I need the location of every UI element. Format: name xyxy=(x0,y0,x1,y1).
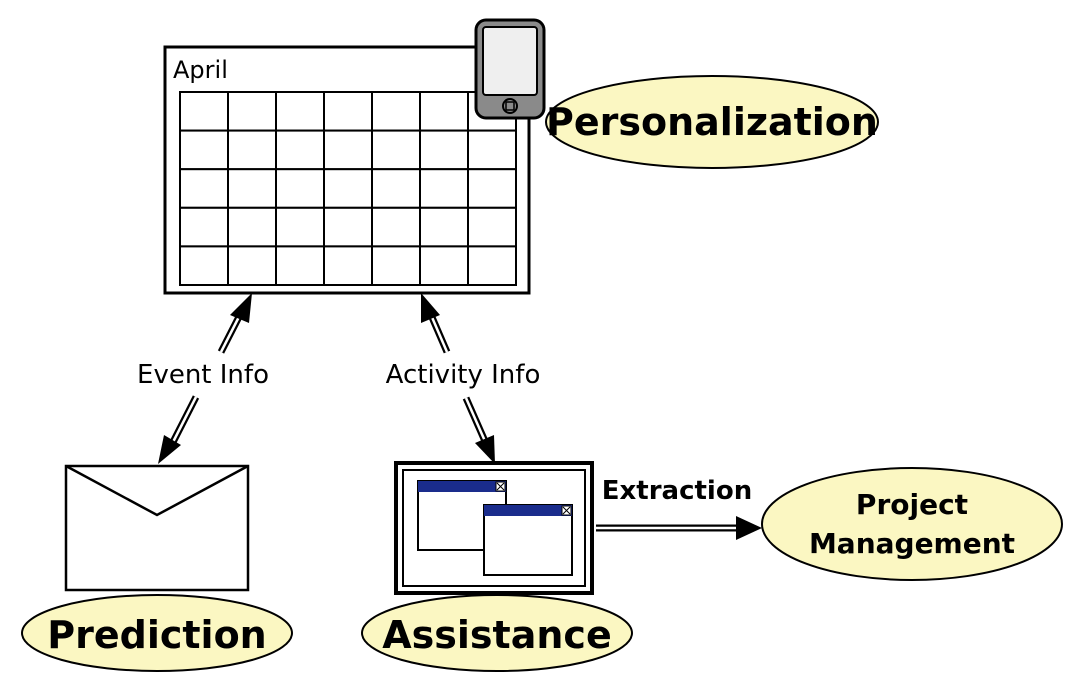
calendar: April xyxy=(163,45,531,295)
calendar-day-cell xyxy=(467,168,517,209)
calendar-day-cell xyxy=(467,206,517,248)
calendar-day-cell xyxy=(275,206,325,248)
window-icon xyxy=(483,504,573,576)
calendar-day-cell xyxy=(179,206,229,248)
prediction-node: Prediction xyxy=(21,594,293,672)
calendar-day-cell xyxy=(275,129,325,171)
extraction-arrow xyxy=(596,516,762,540)
calendar-day-cell xyxy=(419,129,469,171)
calendar-day-cell xyxy=(227,245,277,286)
project-management-node: Project Management xyxy=(761,467,1063,581)
calendar-day-cell xyxy=(179,245,229,286)
calendar-day-cell xyxy=(275,245,325,286)
calendar-day-cell xyxy=(467,245,517,286)
calendar-day-cell xyxy=(323,91,373,132)
event-info-arrow xyxy=(158,293,252,464)
calendar-day-cell xyxy=(179,91,229,132)
calendar-day-cell xyxy=(371,245,421,286)
calendar-day-cell xyxy=(179,168,229,209)
calendar-month-label: April xyxy=(173,56,228,84)
calendar-day-cell xyxy=(419,91,469,132)
activity-info-label: Activity Info xyxy=(386,360,541,390)
event-info-label: Event Info xyxy=(137,360,269,390)
activity-info-arrow xyxy=(421,293,495,464)
calendar-day-cell xyxy=(419,206,469,248)
calendar-day-cell xyxy=(419,168,469,209)
calendar-day-cell xyxy=(227,206,277,248)
calendar-day-cell xyxy=(227,129,277,171)
personalization-node: Personalization xyxy=(545,75,879,169)
calendar-day-cell xyxy=(371,91,421,132)
calendar-day-cell xyxy=(371,206,421,248)
calendar-day-cell xyxy=(323,245,373,286)
phone-icon xyxy=(474,18,546,120)
assistance-label: Assistance xyxy=(382,613,611,657)
project-management-label-line2: Management xyxy=(809,527,1015,560)
calendar-day-cell xyxy=(275,168,325,209)
extraction-label: Extraction xyxy=(602,476,752,506)
calendar-day-cell xyxy=(227,91,277,132)
calendar-day-cell xyxy=(323,168,373,209)
project-management-label-line1: Project xyxy=(856,488,968,521)
calendar-day-cell xyxy=(467,129,517,171)
calendar-day-cell xyxy=(371,168,421,209)
calendar-day-cell xyxy=(419,245,469,286)
calendar-day-cell xyxy=(275,91,325,132)
desktop-screen-icon xyxy=(394,461,594,595)
calendar-grid xyxy=(179,91,517,286)
calendar-day-cell xyxy=(323,129,373,171)
calendar-day-cell xyxy=(323,206,373,248)
assistance-node: Assistance xyxy=(361,594,633,672)
calendar-day-cell xyxy=(179,129,229,171)
calendar-day-cell xyxy=(227,168,277,209)
envelope-icon xyxy=(64,464,250,592)
personalization-label: Personalization xyxy=(546,100,878,144)
prediction-label: Prediction xyxy=(47,613,266,657)
calendar-day-cell xyxy=(371,129,421,171)
